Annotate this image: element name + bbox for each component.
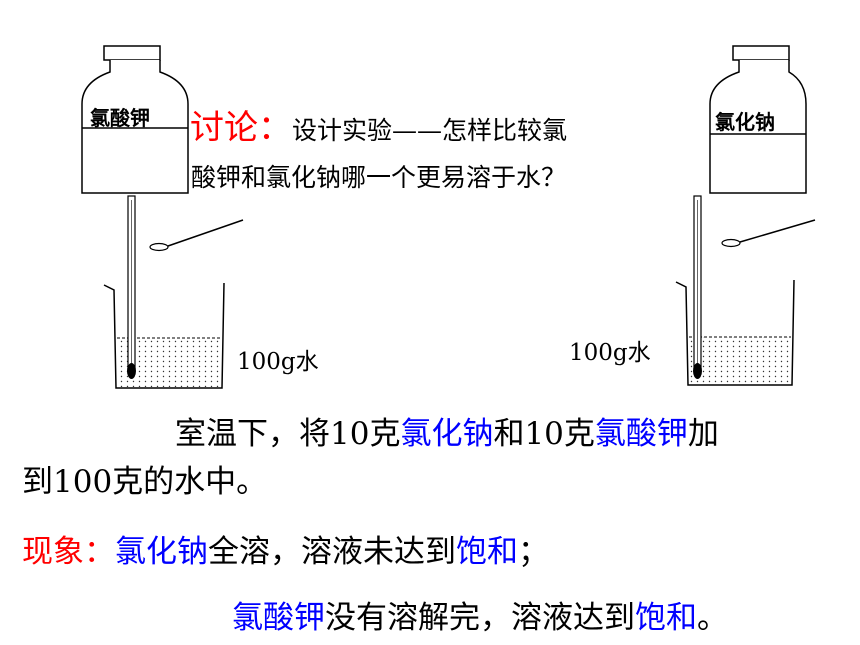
left-bottle-label: 氯酸钾 (90, 106, 150, 130)
right-thermometer (693, 195, 702, 379)
left-water-label: 100g水 (237, 349, 319, 375)
procedure-line-1: 室温下，将10克氯化钠和10克氯酸钾加 (175, 408, 719, 453)
procedure-text-2: 和10克 (493, 416, 595, 452)
procedure-line-2: 到100克的水中。 (22, 464, 268, 500)
discussion-question-part-2: 酸钾和氯化钠哪一个更易溶于水？ (191, 163, 567, 192)
right-reagent-bottle (709, 45, 807, 194)
procedure-nacl: 氯化钠 (400, 416, 494, 452)
right-water-label: 100g水 (569, 340, 651, 366)
procedure-text-3: 加 (687, 416, 719, 452)
procedure-text-1: 室温下，将10克 (175, 416, 401, 452)
phenomenon-end-2: 。 (697, 600, 728, 636)
left-spoon (149, 219, 244, 252)
phenomenon-text-2: 没有溶解完，溶液达到 (325, 600, 635, 636)
left-beaker (103, 282, 225, 389)
discussion-heading: 讨论： (190, 108, 292, 148)
procedure-kclo3: 氯酸钾 (594, 416, 688, 452)
right-spoon (721, 219, 816, 248)
phenomenon-label: 现象： (22, 534, 115, 570)
left-thermometer (127, 195, 136, 379)
phenomenon-text-1: 全溶，溶液未达到 (208, 534, 456, 570)
discussion-question-part-1: 设计实验——怎样比较氯 (292, 116, 568, 145)
phenomenon-kclo3: 氯酸钾 (232, 600, 325, 636)
phenomenon-saturated-1: 饱和 (456, 534, 518, 570)
phenomenon-saturated-2: 饱和 (635, 600, 697, 636)
left-reagent-bottle (81, 45, 189, 194)
right-beaker (675, 279, 795, 386)
phenomenon-line-2: 氯酸钾没有溶解完，溶液达到饱和。 (232, 592, 728, 637)
right-bottle-label: 氯化钠 (715, 110, 775, 134)
phenomenon-end-1: ； (518, 534, 549, 570)
discussion-line-1: 讨论：设计实验——怎样比较氯 (190, 108, 567, 154)
phenomenon-nacl: 氯化钠 (115, 534, 208, 570)
phenomenon-line-1: 现象：氯化钠全溶，溶液未达到饱和； (22, 526, 549, 571)
